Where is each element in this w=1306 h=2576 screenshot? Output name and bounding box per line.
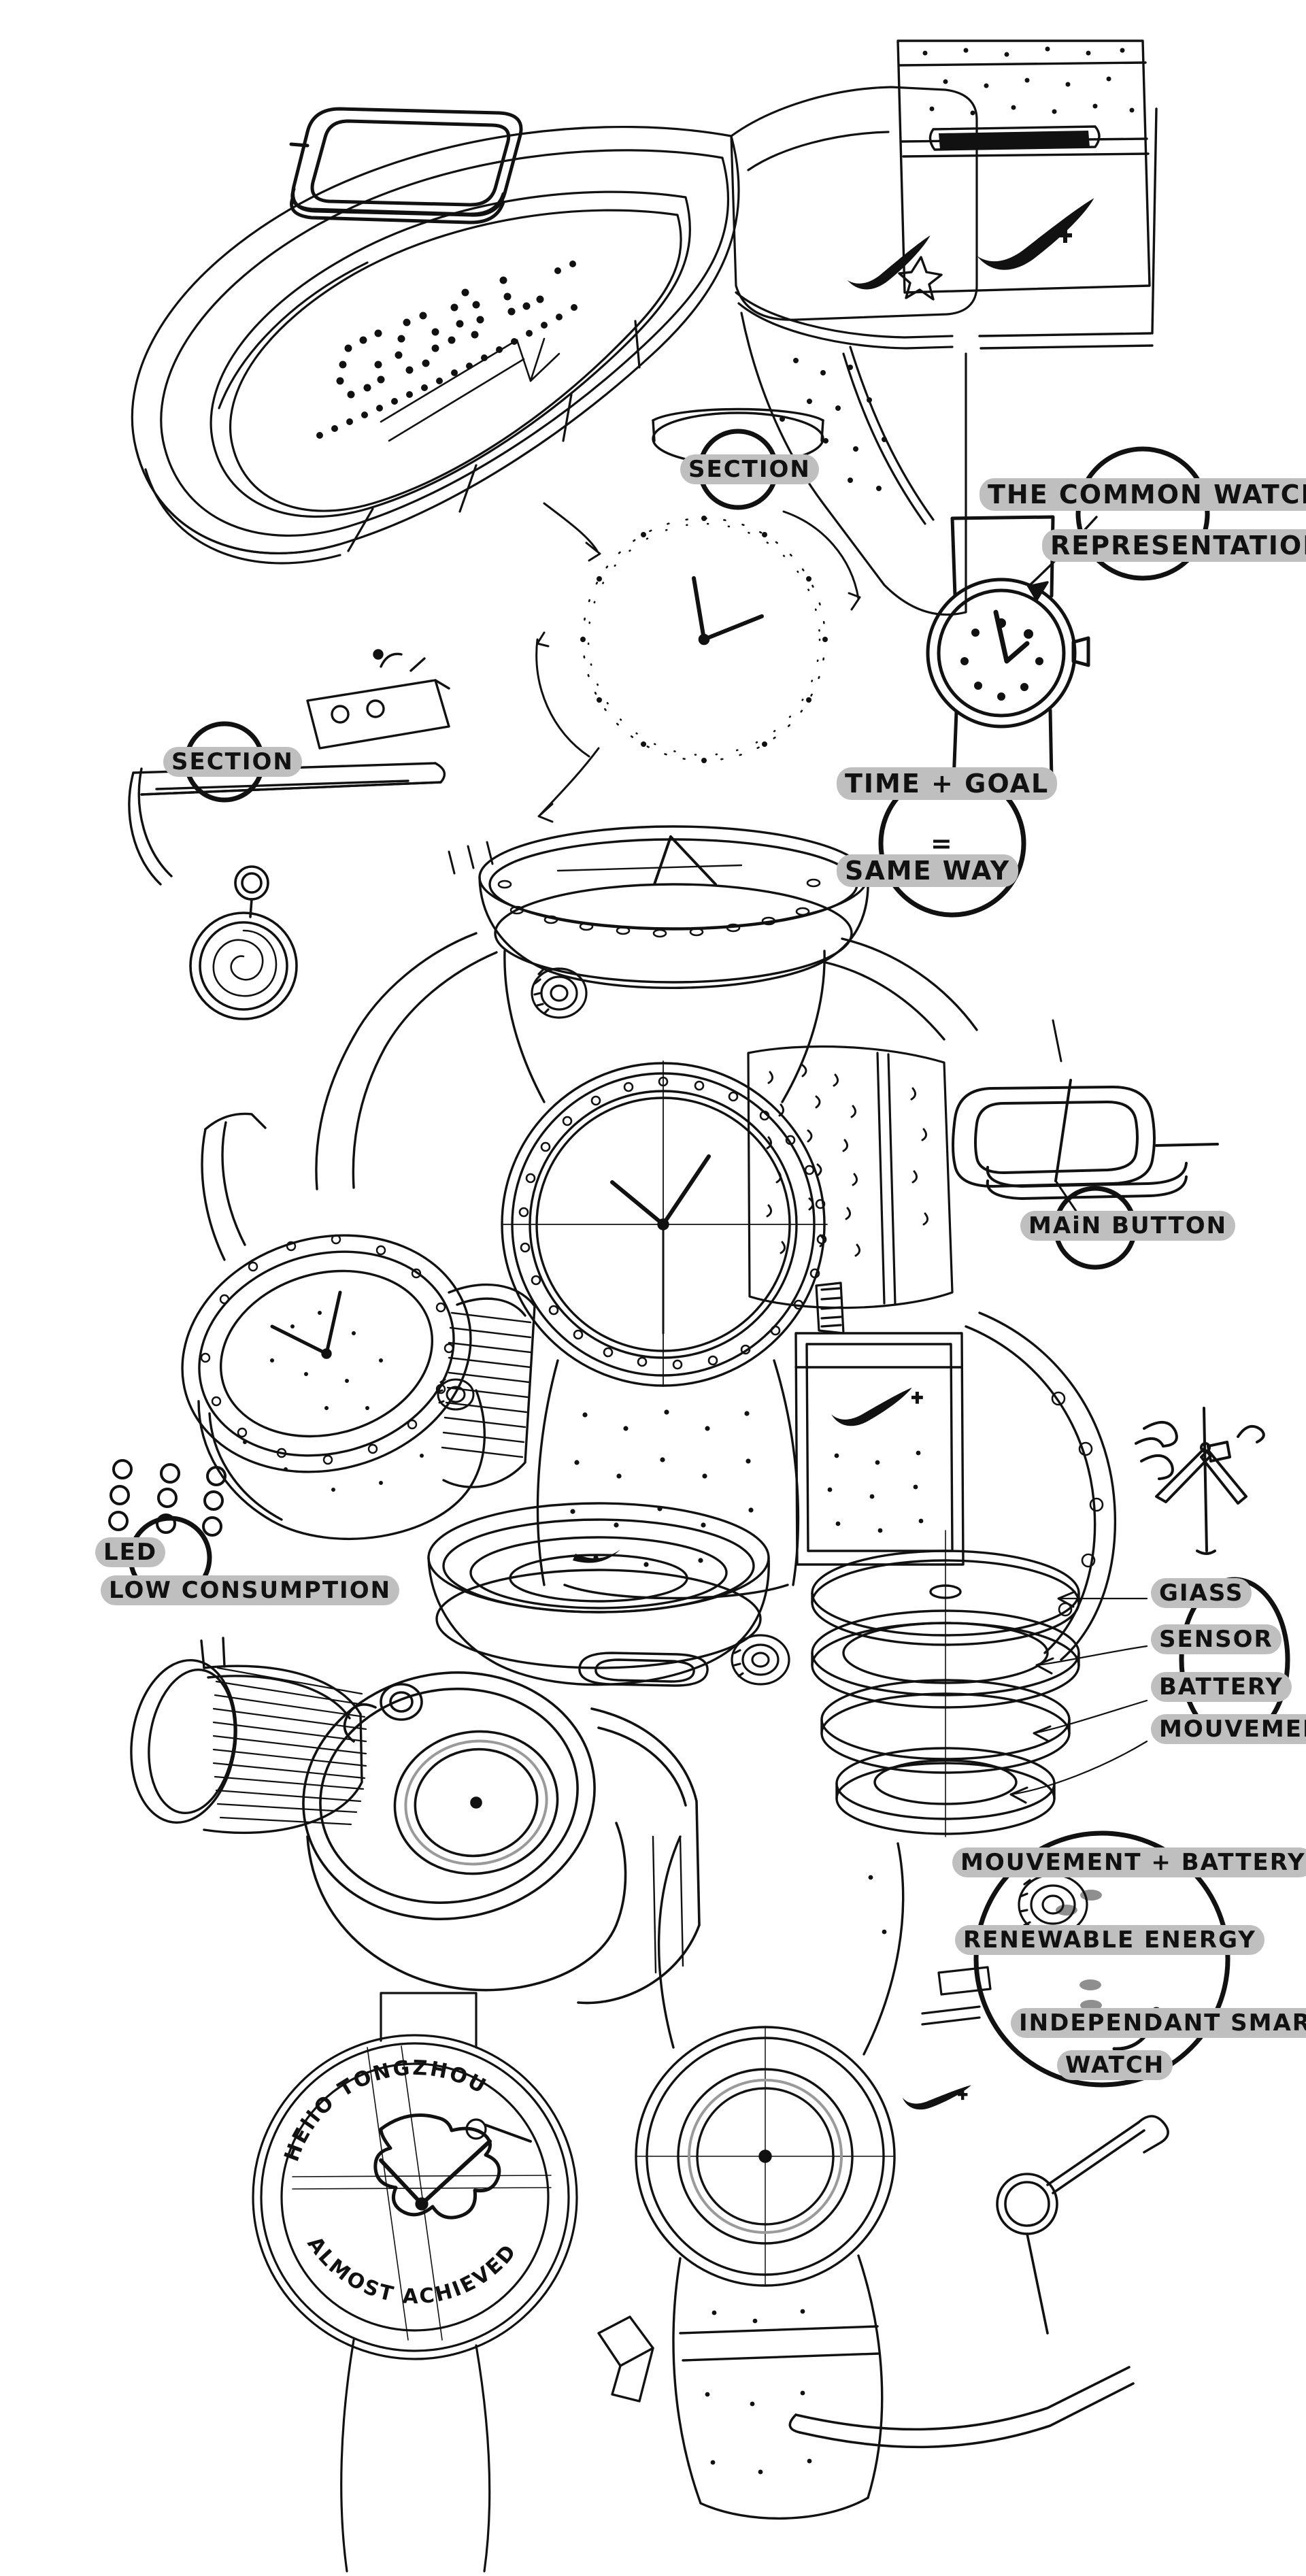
svg-text:ALMOST ACHIEVED: ALMOST ACHIEVED bbox=[302, 2232, 522, 2309]
annotation-watch-smiley: WATCH bbox=[1057, 2050, 1173, 2080]
annotation-low-consumption: LOW CONSUMPTION bbox=[101, 1575, 400, 1605]
annotation-sensor: SENSOR bbox=[1151, 1624, 1282, 1654]
annotation-common-watch-line2: REPRESENTATION bbox=[1042, 529, 1306, 562]
annotation-section-top: SECTION bbox=[680, 454, 819, 484]
annotation-glass: GIASS bbox=[1151, 1578, 1252, 1608]
annotation-battery: BATTERY bbox=[1151, 1672, 1292, 1702]
annotation-led: LED bbox=[95, 1537, 166, 1567]
annotation-same-way: SAME WAY bbox=[837, 854, 1019, 887]
annotation-mouvement: MOUVEMENT bbox=[1151, 1714, 1306, 1744]
annotation-section-left: SECTION bbox=[163, 747, 302, 777]
annotation-time-goal: TIME + GOAL bbox=[837, 767, 1058, 800]
annotation-renewable-energy: RENEWABLE ENERGY bbox=[955, 1925, 1265, 1955]
annotation-main-button: MAiN BUTTON bbox=[1020, 1211, 1236, 1241]
annotation-mouvement-battery: MOUVEMENT + BATTERY bbox=[952, 1847, 1306, 1877]
annotation-equals: = bbox=[931, 829, 954, 858]
dial-bottom-text: ALMOST ACHIEVED bbox=[302, 2232, 520, 2309]
annotation-independant-smart: INDEPENDANT SMART bbox=[1011, 2008, 1306, 2038]
annotation-common-watch-line1: THE COMMON WATCH bbox=[980, 478, 1306, 511]
